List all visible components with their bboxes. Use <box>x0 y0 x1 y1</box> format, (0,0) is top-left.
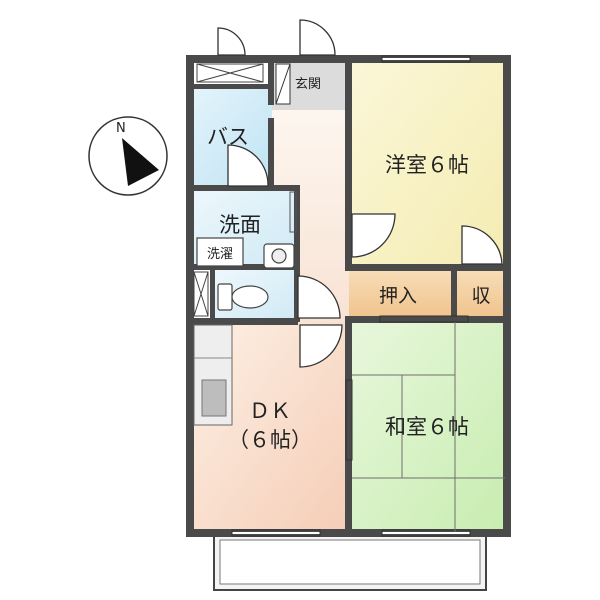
windows <box>232 58 470 534</box>
doors <box>217 19 503 368</box>
north-label: N <box>116 121 126 136</box>
japanese-room-label: 和室６帖 <box>385 415 469 439</box>
laundry-label: 洗濯 <box>207 247 233 262</box>
shelf <box>289 191 297 233</box>
oshiire-label: 押入 <box>379 285 417 307</box>
dk-label-line1: ＤＫ <box>249 399 291 423</box>
dk-label-line2: （６帖） <box>228 428 312 452</box>
washroom-label: 洗面 <box>219 213 261 237</box>
shoe-cabinet <box>275 63 291 105</box>
balcony <box>213 534 487 591</box>
kitchen-counter <box>193 324 233 426</box>
sink <box>263 243 295 269</box>
window-frames <box>231 55 471 537</box>
storage-closet <box>457 270 505 316</box>
storage-label: 収 <box>471 285 490 307</box>
oshiire-closet <box>349 270 451 316</box>
walls <box>186 55 511 537</box>
compass-icon: N <box>88 116 168 196</box>
western-room-label: 洋室６帖 <box>385 153 469 177</box>
bath-label: バス <box>207 125 249 149</box>
toilet <box>217 283 269 311</box>
entrance-label: 玄関 <box>295 77 321 92</box>
laundry-area <box>196 237 244 267</box>
tatami-lines <box>352 322 505 532</box>
japanese-room <box>349 322 505 532</box>
meter-box-cross <box>193 63 264 317</box>
